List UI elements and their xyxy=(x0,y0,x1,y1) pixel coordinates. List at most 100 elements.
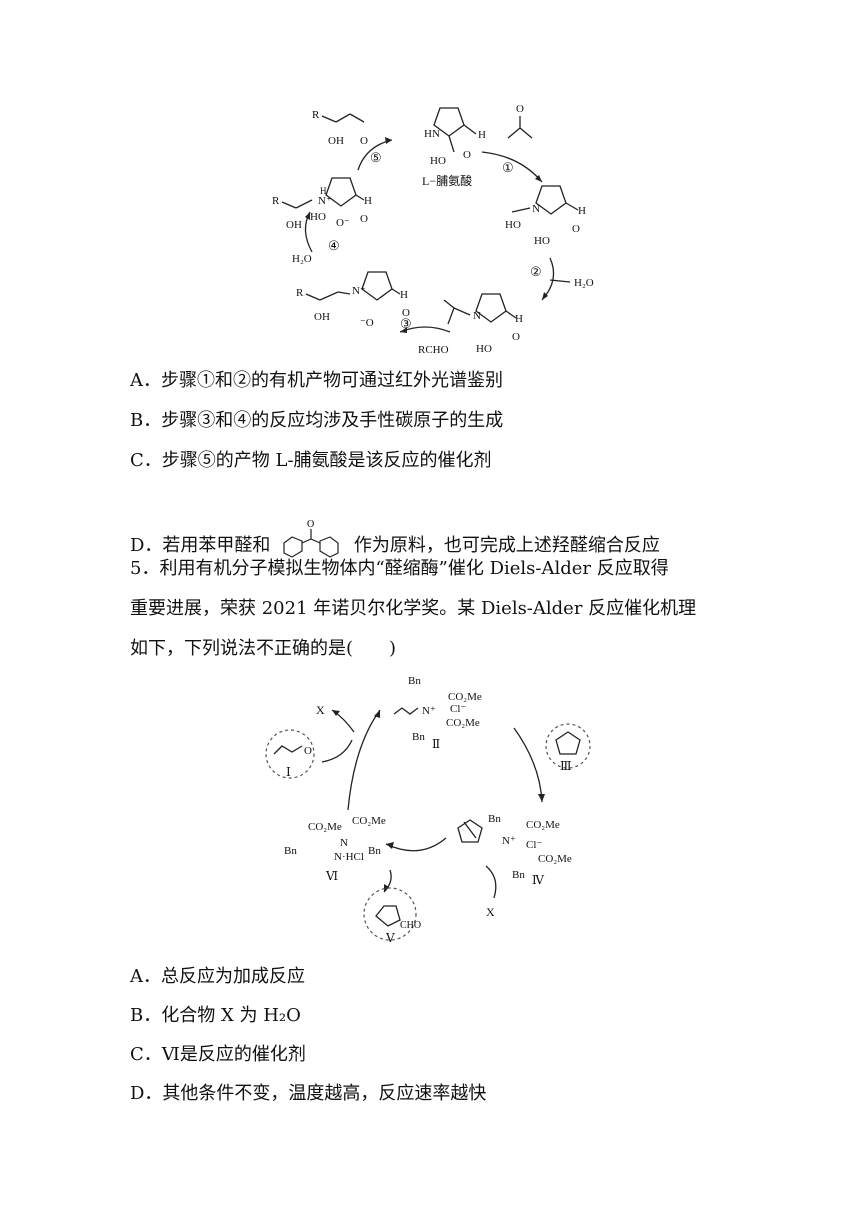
svg-text:N⁺: N⁺ xyxy=(352,285,366,297)
aldehyde-label: RCHO xyxy=(418,344,449,356)
cycle-arrow-bottom xyxy=(385,837,447,852)
svg-text:R: R xyxy=(296,287,304,299)
svg-text:⁻O: ⁻O xyxy=(360,317,374,329)
l-proline-structure: HN H HO O xyxy=(424,107,486,167)
proline-cycle-figure: HN H HO O L−脯氨酸 O ① N HO H HO O ② H₂O N xyxy=(272,103,594,356)
svg-text:HO: HO xyxy=(534,235,550,247)
step5-label: ⑤ xyxy=(370,150,382,165)
svg-text:CO₂Me: CO₂Me xyxy=(526,819,560,831)
svg-text:HO: HO xyxy=(430,155,446,167)
q4-option-d-pre: D．若用苯甲醛和 xyxy=(130,535,271,556)
svg-text:CO₂Me: CO₂Me xyxy=(308,821,342,833)
q4-option-c: C．步骤⑤的产物 L-脯氨酸是该反应的催化剂 xyxy=(130,450,492,471)
q5-option-d: D．其他条件不变，温度越高，反应速率越快 xyxy=(130,1083,487,1104)
compound-iii-circle xyxy=(545,723,591,769)
svg-text:O: O xyxy=(304,745,312,757)
svg-text:H: H xyxy=(478,129,486,141)
svg-text:O: O xyxy=(512,331,520,343)
svg-text:Bn: Bn xyxy=(488,813,501,825)
svg-text:OH: OH xyxy=(314,311,330,323)
water-out-label: H₂O xyxy=(574,277,594,289)
svg-text:N: N xyxy=(340,837,348,849)
q5-option-b: B．化合物 X 为 H₂O xyxy=(130,1005,301,1026)
q4-option-b: B．步骤③和④的反应均涉及手性碳原子的生成 xyxy=(130,410,504,431)
svg-text:N: N xyxy=(532,203,540,215)
svg-text:O: O xyxy=(360,135,368,147)
svg-text:CO₂Me: CO₂Me xyxy=(538,853,572,865)
svg-text:N·HCl: N·HCl xyxy=(334,851,364,863)
benzophenone-structure: O xyxy=(283,519,339,558)
svg-text:O: O xyxy=(360,213,368,225)
svg-text:O: O xyxy=(516,103,524,115)
step1-label: ① xyxy=(502,160,514,175)
svg-text:O: O xyxy=(463,149,471,161)
q4-option-d: D．若用苯甲醛和 O 作为原料，也可完成上述羟醛缩合反应 xyxy=(130,517,660,561)
svg-text:Bn: Bn xyxy=(412,731,425,743)
label-iv: Ⅳ xyxy=(532,873,545,887)
compound-vi-structure: CO₂Me CO₂Me Bn N N·HCl Bn xyxy=(284,815,386,863)
compound-v-circle xyxy=(363,887,417,941)
proline-label: L−脯氨酸 xyxy=(422,173,472,188)
acetone-structure: O xyxy=(507,103,533,139)
label-i: Ⅰ xyxy=(286,765,291,779)
norbornene-aldehyde-structure xyxy=(375,905,401,927)
svg-text:H: H xyxy=(400,289,408,301)
svg-text:N⁺: N⁺ xyxy=(318,195,332,207)
enamine-structure: N H HO O xyxy=(443,293,523,355)
step4-label: ④ xyxy=(328,238,340,253)
svg-text:O⁻: O⁻ xyxy=(336,217,350,229)
svg-text:HN: HN xyxy=(424,128,440,140)
svg-text:CO₂Me: CO₂Me xyxy=(448,691,482,703)
compound-i-circle xyxy=(265,729,315,779)
svg-text:O: O xyxy=(402,307,410,319)
svg-text:Cl⁻: Cl⁻ xyxy=(526,839,542,851)
svg-text:O: O xyxy=(572,223,580,235)
svg-text:N: N xyxy=(473,310,481,322)
svg-text:CHO: CHO xyxy=(400,920,421,931)
cycle-arrow-left xyxy=(347,709,381,811)
compound-ii-structure: Bn CO₂Me N⁺ Cl⁻ CO₂Me Bn xyxy=(393,675,482,743)
svg-text:Bn: Bn xyxy=(408,675,421,687)
svg-text:R: R xyxy=(272,195,280,207)
cyclopentadiene-structure xyxy=(555,731,581,755)
q5-stem-line-2: 重要进展，荣获 2021 年诺贝尔化学奖。某 Diels-Alder 反应催化机… xyxy=(130,598,697,619)
svg-text:H: H xyxy=(578,205,586,217)
q5-stem-line-1: 5．利用有机分子模拟生物体内“醛缩酶”催化 Diels-Alder 反应取得 xyxy=(130,558,669,579)
svg-text:Bn: Bn xyxy=(284,845,297,857)
svg-text:OH: OH xyxy=(328,135,344,147)
q4-option-a: A．步骤①和②的有机产物可通过红外光谱鉴别 xyxy=(130,370,503,391)
svg-text:Cl⁻: Cl⁻ xyxy=(450,703,466,715)
aldol-product-structure: R OH O xyxy=(312,109,368,147)
svg-text:O: O xyxy=(307,519,314,530)
step3-label: ③ xyxy=(400,316,412,331)
acrolein-structure xyxy=(273,745,303,755)
svg-text:H: H xyxy=(364,195,372,207)
svg-text:HO: HO xyxy=(310,211,326,223)
cycle-arrow-right xyxy=(513,727,543,803)
svg-text:OH: OH xyxy=(286,219,302,231)
svg-text:R: R xyxy=(312,109,320,121)
svg-text:N⁺: N⁺ xyxy=(422,705,436,717)
q5-stem-line-3: 如下，下列说法不正确的是( ) xyxy=(130,638,397,659)
compound-iv-structure: Bn CO₂Me N⁺ Cl⁻ CO₂Me Bn xyxy=(457,813,572,881)
x-bottom-label: X xyxy=(486,905,495,919)
q4-option-d-post: 作为原料，也可完成上述羟醛缩合反应 xyxy=(353,535,660,556)
aldol-adduct-structure: R OH HO N⁺ H H O⁻ O xyxy=(272,177,372,231)
svg-text:H: H xyxy=(515,313,523,325)
label-ii: Ⅱ xyxy=(432,737,440,751)
q5-option-a: A．总反应为加成反应 xyxy=(130,966,305,987)
diels-alder-cycle-figure: Bn CO₂Me N⁺ Cl⁻ CO₂Me Bn Ⅱ Ⅲ O Ⅰ X CO₂Me… xyxy=(265,675,591,945)
step2-label: ② xyxy=(530,264,542,279)
x-top-label: X xyxy=(316,703,325,717)
svg-text:H: H xyxy=(320,186,327,196)
water-in-label: H₂O xyxy=(292,253,312,265)
svg-text:N⁺: N⁺ xyxy=(502,835,516,847)
label-vi: Ⅵ xyxy=(325,869,338,883)
svg-text:Bn: Bn xyxy=(368,845,381,857)
label-iii: Ⅲ xyxy=(560,759,572,773)
svg-text:CO₂Me: CO₂Me xyxy=(446,717,480,729)
svg-text:CO₂Me: CO₂Me xyxy=(352,815,386,827)
q5-option-c: C．Ⅵ是反应的催化剂 xyxy=(130,1044,306,1065)
svg-text:HO: HO xyxy=(476,343,492,355)
svg-text:HO: HO xyxy=(505,219,521,231)
